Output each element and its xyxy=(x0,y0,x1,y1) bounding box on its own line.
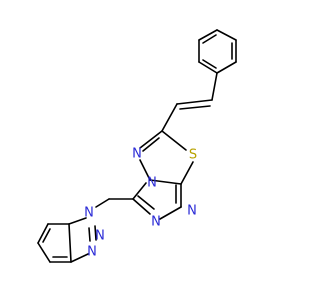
bond xyxy=(37,223,49,244)
bond xyxy=(211,72,218,101)
bond xyxy=(94,225,97,241)
bond xyxy=(198,61,218,74)
nitrogen-atom-label: N xyxy=(187,204,197,219)
bond xyxy=(142,137,160,152)
bond xyxy=(137,195,155,210)
atom-labels: S N N N N N N N xyxy=(84,147,197,260)
bond xyxy=(95,198,110,208)
nitrogen-atom-label: N xyxy=(87,245,97,260)
bond xyxy=(202,59,217,69)
bond xyxy=(70,253,89,263)
molecule-diagram: S N N N N N N N xyxy=(37,29,237,263)
bond xyxy=(161,103,178,132)
bond xyxy=(139,130,163,149)
structure-canvas: S N N N N N N N xyxy=(37,29,237,263)
nitrogen-atom-label: N xyxy=(95,229,105,244)
bond xyxy=(68,223,72,263)
bond xyxy=(176,99,213,105)
bond xyxy=(132,198,151,215)
bond xyxy=(180,161,194,185)
bond xyxy=(68,217,87,225)
bonds xyxy=(37,29,237,263)
bond xyxy=(161,130,187,151)
bond xyxy=(216,61,237,74)
sulfur-atom-label: S xyxy=(189,148,197,163)
bond xyxy=(88,227,91,242)
bond xyxy=(132,182,147,200)
bond xyxy=(42,228,51,243)
bond xyxy=(179,105,211,110)
nitrogen-atom-label: N xyxy=(151,215,161,230)
bond xyxy=(139,159,151,181)
bond xyxy=(149,179,182,185)
nitrogen-atom-label: N xyxy=(132,147,142,162)
bond xyxy=(202,34,217,44)
nitrogen-atom-label: N xyxy=(84,206,94,221)
bond xyxy=(198,29,218,41)
bond xyxy=(216,29,237,41)
bond xyxy=(37,242,51,263)
nitrogen-atom-label: N xyxy=(147,176,157,191)
bond xyxy=(159,206,182,220)
